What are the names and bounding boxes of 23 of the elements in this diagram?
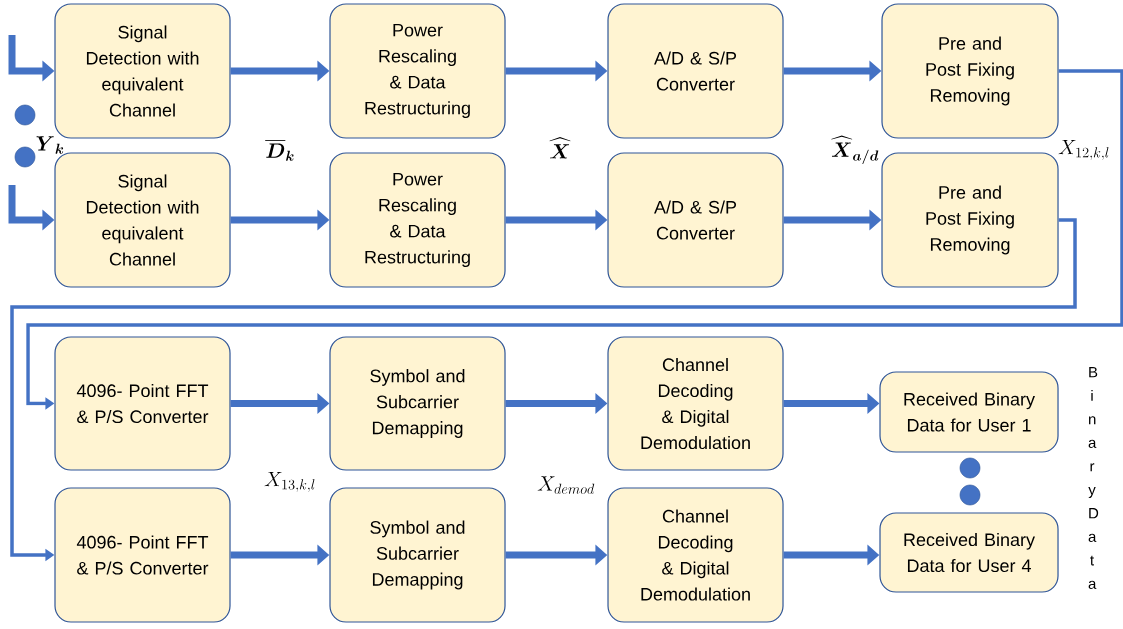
process-box: Pre and Post Fixing Removing — [881, 3, 1059, 139]
vertical-label: Binary Data — [1088, 367, 1099, 589]
signal-label: $X_{demod}$ — [537, 476, 595, 494]
process-box: 4096- Point FFT & P/S Converter — [54, 336, 231, 471]
process-box: Received Binary Data for User 4 — [879, 512, 1059, 593]
process-box: Pre and Post Fixing Removing — [881, 152, 1059, 288]
process-box: Channel Decoding & Digital Demodulation — [607, 336, 784, 471]
signal-label: $\boldsymbol{Y}_{\boldsymbol{k}}$ — [36, 136, 64, 154]
signal-label: $X_{13,k,l}$ — [264, 471, 315, 492]
process-box: A/D & S/P Converter — [607, 3, 784, 139]
signal-label: $\overline{\boldsymbol{D}}_{\boldsymbol{k}}$ — [265, 140, 294, 161]
process-box: A/D & S/P Converter — [607, 152, 784, 288]
signal-label: $\widehat{\boldsymbol{X}}_{\boldsymbol{a/d}}$ — [831, 135, 879, 165]
process-box: Received Binary Data for User 1 — [879, 371, 1059, 453]
process-box: Power Rescaling & Data Restructuring — [329, 3, 506, 139]
process-box: Symbol and Subcarrier Demapping — [329, 487, 506, 623]
signal-label: $X_{12,k,l}$ — [1058, 139, 1109, 160]
process-box: Channel Decoding & Digital Demodulation — [607, 487, 784, 623]
process-box: Power Rescaling & Data Restructuring — [329, 152, 506, 288]
signal-label: $\widehat{\boldsymbol{X}}$ — [549, 137, 571, 159]
process-box: Signal Detection with equivalent Channel — [54, 3, 231, 139]
process-box: 4096- Point FFT & P/S Converter — [54, 487, 231, 623]
process-box: Symbol and Subcarrier Demapping — [329, 336, 506, 471]
